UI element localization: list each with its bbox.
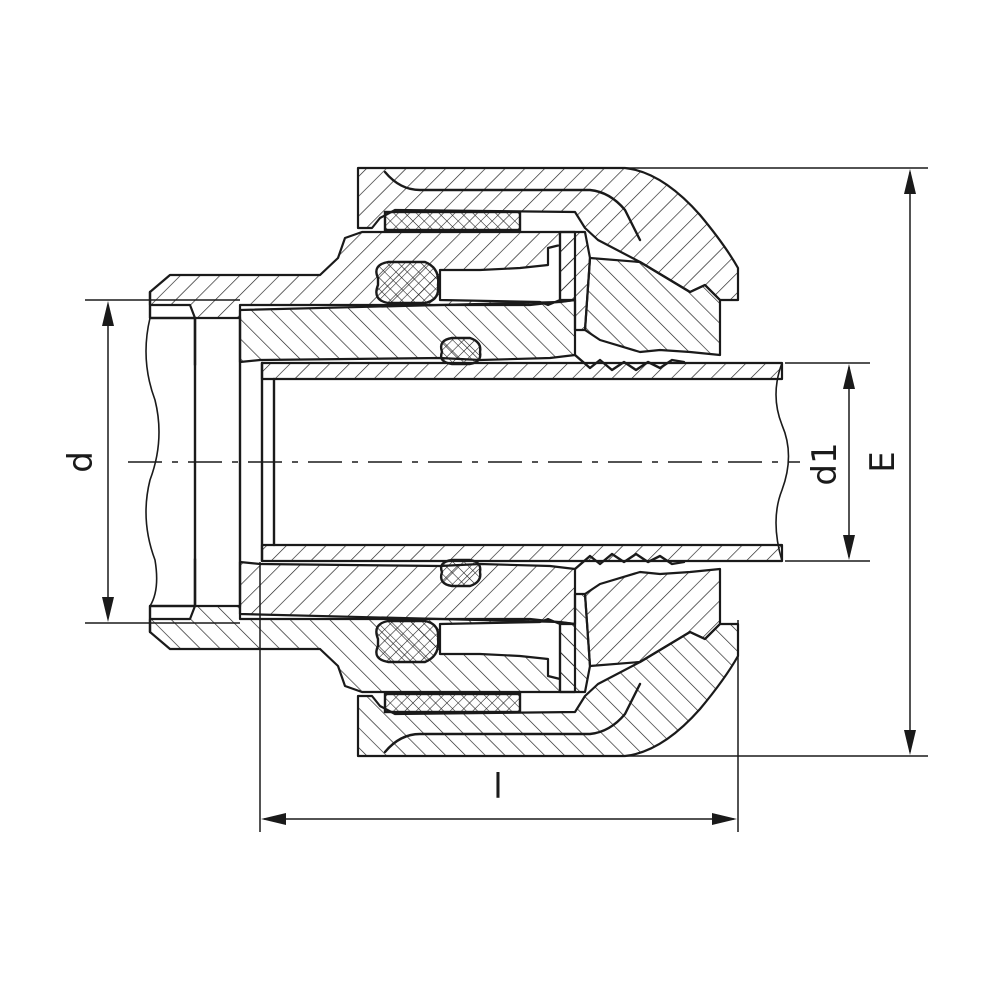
pipe-wall-top [260, 361, 784, 381]
lower-half [148, 552, 740, 758]
dimension-d [102, 301, 114, 622]
dimension-E [904, 169, 916, 755]
pipe-wall-bottom [260, 543, 784, 563]
dimension-d1 [843, 364, 855, 560]
label-l: l [493, 767, 502, 807]
body-break-line [145, 317, 160, 607]
pipe-break-line [775, 362, 790, 562]
label-d: d [61, 451, 101, 473]
label-d1: d1 [805, 442, 845, 485]
label-E: E [863, 451, 903, 472]
pipe [260, 361, 790, 563]
dimension-l [261, 813, 737, 825]
upper-half [148, 166, 740, 372]
